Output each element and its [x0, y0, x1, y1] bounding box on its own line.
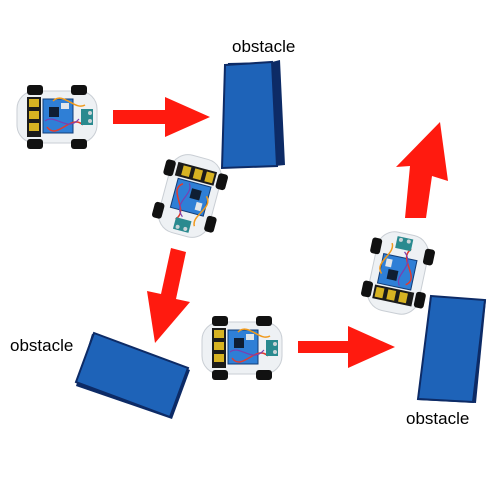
robot-car-turning	[147, 148, 233, 244]
obstacle-label-right: obstacle	[406, 409, 470, 428]
arrow-down	[147, 248, 190, 343]
obstacle-right	[416, 294, 487, 404]
obstacle-left	[74, 331, 190, 419]
robot-car-bottom	[201, 315, 283, 381]
arrow-up	[396, 122, 448, 218]
obstacle-top	[220, 60, 285, 170]
obstacle-label-left: obstacle	[10, 336, 74, 355]
arrow-right-top	[113, 97, 210, 137]
robot-car-right	[357, 226, 439, 320]
obstacle-label-top: obstacle	[232, 37, 296, 56]
robot-car-start	[16, 84, 98, 150]
arrow-right-bottom	[298, 326, 395, 368]
